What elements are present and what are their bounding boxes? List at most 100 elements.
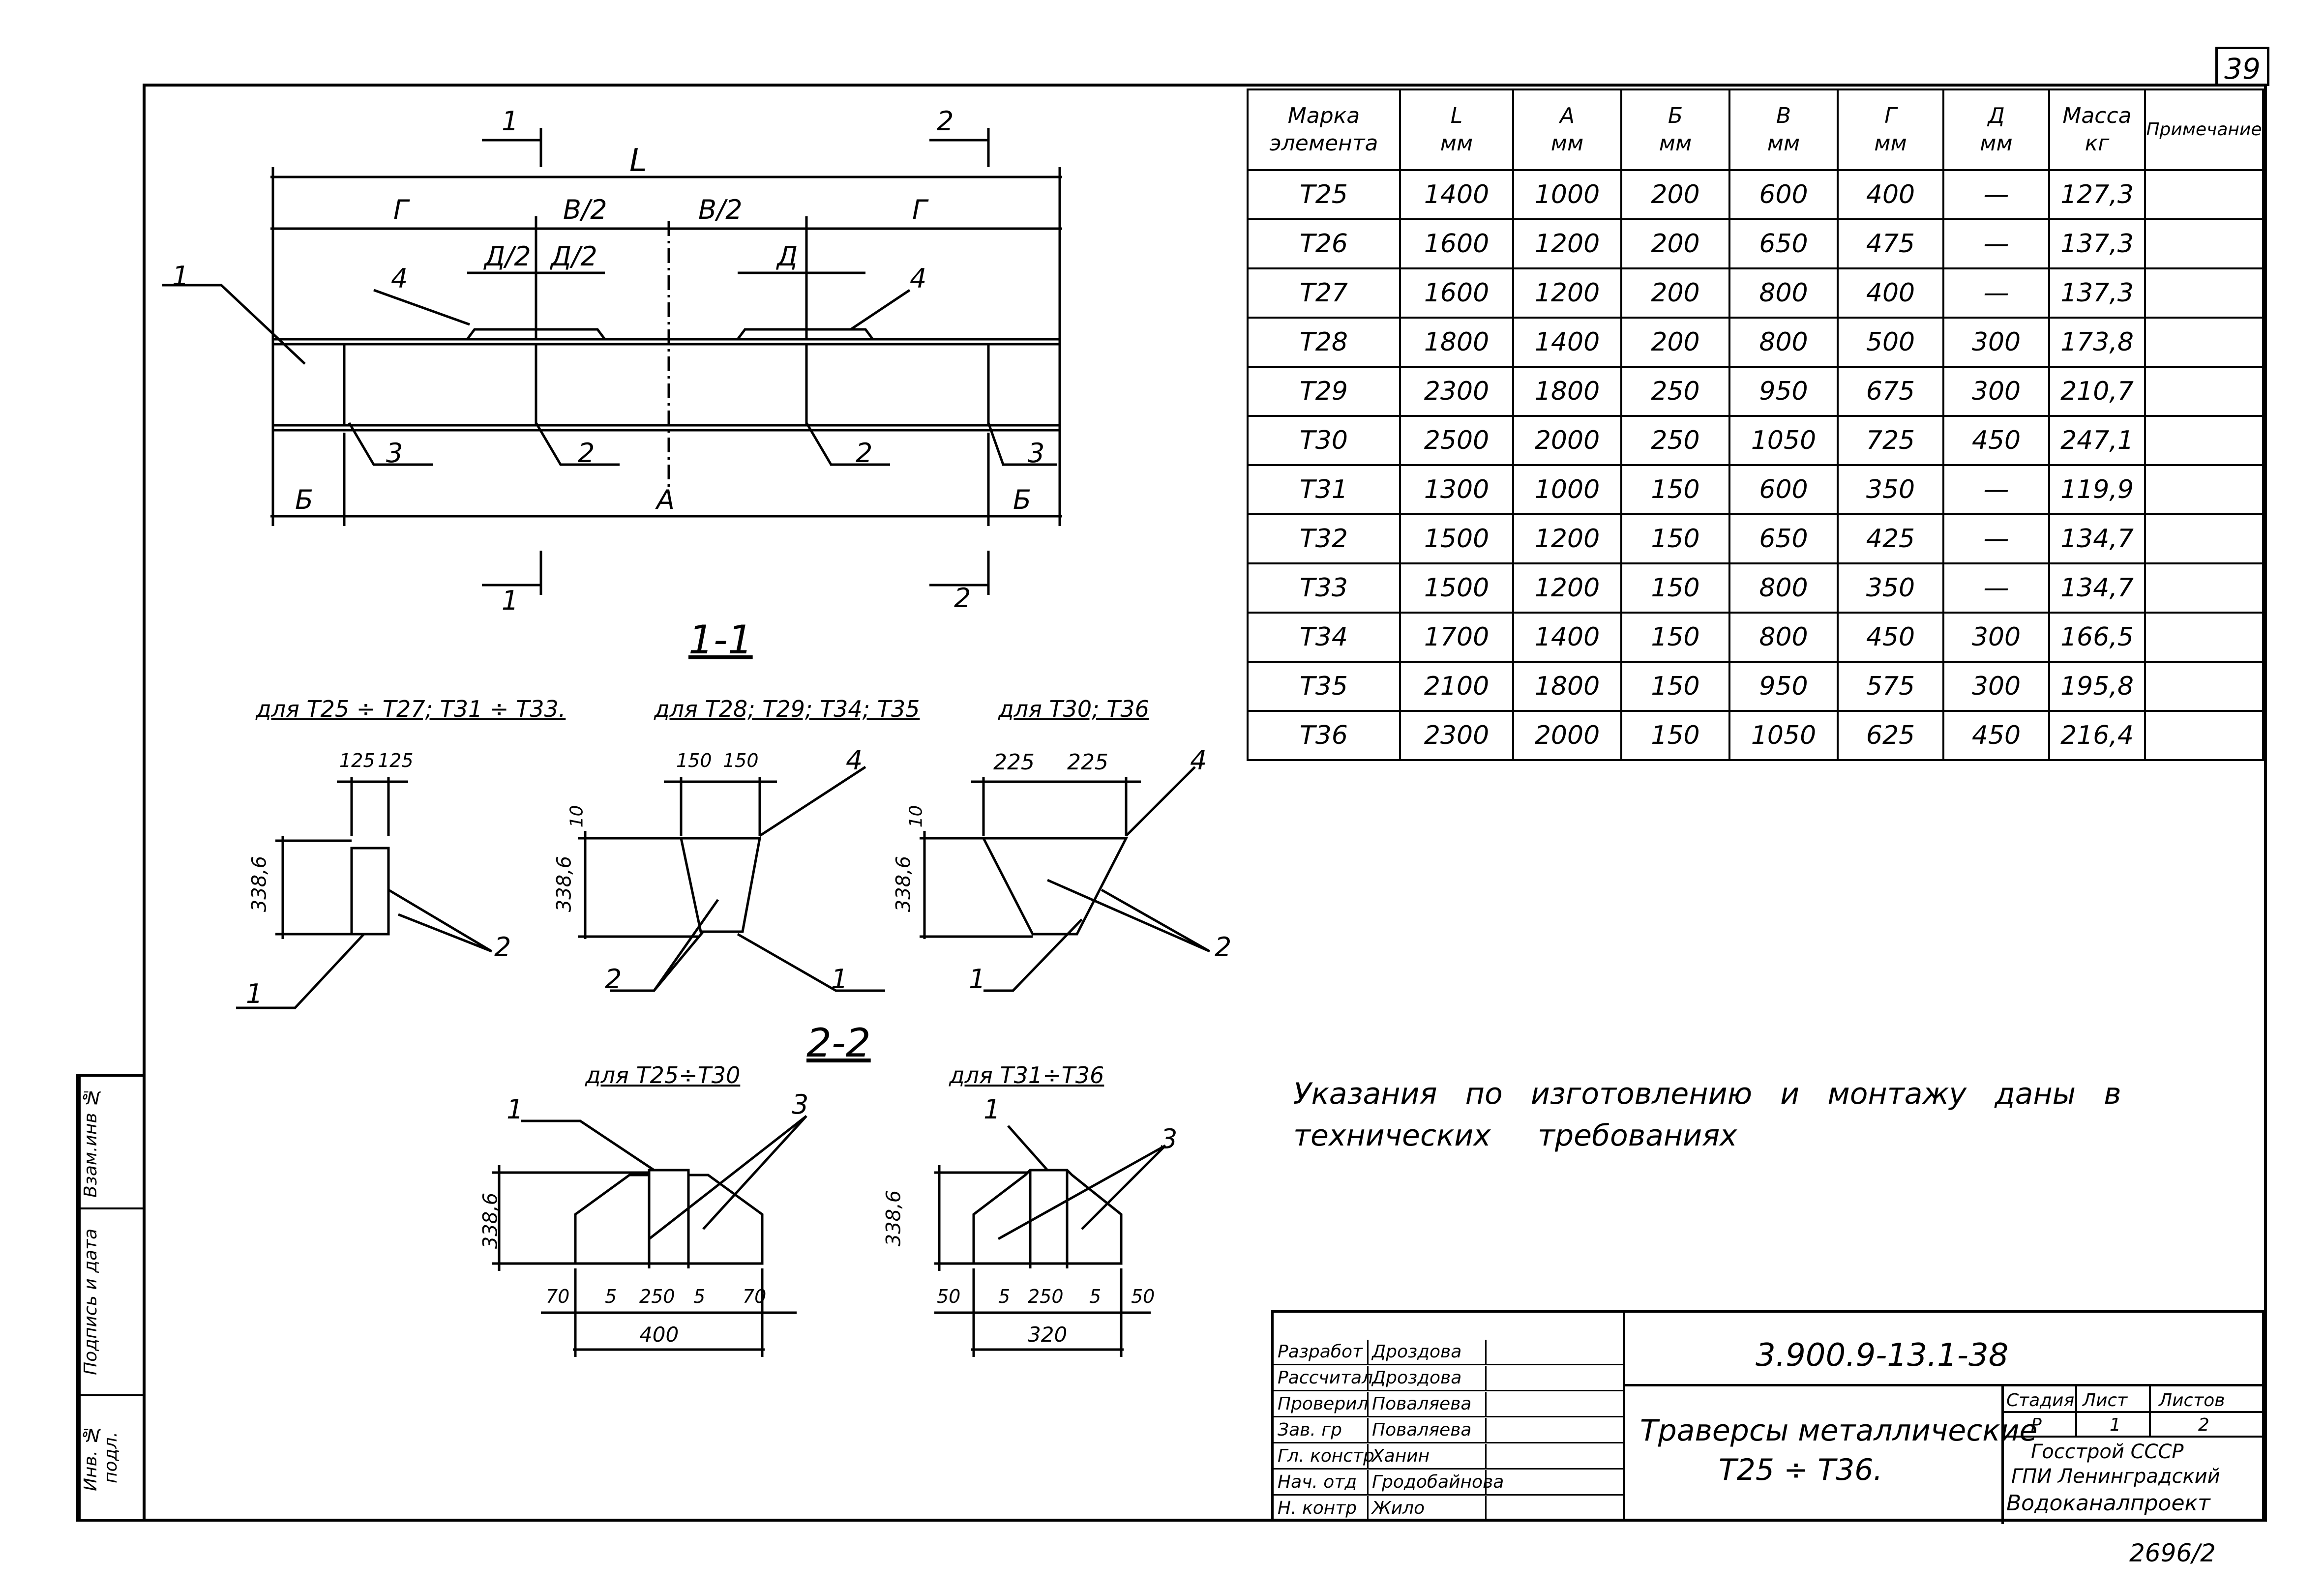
spec-header-text: В bbox=[1776, 103, 1791, 128]
sec22-height-right: 338,6 bbox=[882, 1190, 905, 1247]
table-cell: 800 bbox=[1728, 562, 1839, 614]
table-cell: — bbox=[1942, 513, 2050, 564]
table-cell: Т29 bbox=[1247, 366, 1401, 417]
table-cell: 800 bbox=[1728, 317, 1839, 368]
table-cell: 200 bbox=[1620, 218, 1730, 269]
footer-code: 2696/2 bbox=[2129, 1539, 2216, 1567]
signature-person: Жило bbox=[1372, 1498, 1425, 1518]
signature-role: Разработ bbox=[1278, 1342, 1363, 1362]
sec11-left-shape bbox=[350, 847, 390, 936]
spec-header-text: кг bbox=[2085, 131, 2110, 156]
signature-divider bbox=[1367, 1392, 1369, 1416]
dim-height-2: 338,6 bbox=[553, 855, 576, 912]
sec22-d70-b: 70 bbox=[743, 1286, 767, 1307]
table-cell: — bbox=[1942, 169, 2050, 220]
section-1-1-sub2: для Т28; Т29; Т34; Т35 bbox=[654, 696, 920, 722]
org-2: ГПИ Ленинградский bbox=[2011, 1465, 2220, 1488]
table-cell: 1400 bbox=[1512, 612, 1622, 663]
signature-role: Проверил bbox=[1278, 1394, 1369, 1414]
dim-G-left: Г bbox=[393, 194, 409, 225]
signature-person: Ханин bbox=[1372, 1446, 1430, 1466]
table-cell: 150 bbox=[1620, 562, 1730, 614]
sec22-d5-a: 5 bbox=[605, 1286, 617, 1307]
spec-header-cell: Примечание bbox=[2144, 88, 2264, 171]
sec22-callout-3-right: 3 bbox=[1161, 1123, 1178, 1154]
sec22-d50-a: 50 bbox=[937, 1286, 961, 1307]
spec-header-text: элемента bbox=[1269, 131, 1378, 156]
table-cell: Т34 bbox=[1247, 612, 1401, 663]
sec22-d70-a: 70 bbox=[546, 1286, 570, 1307]
table-cell: 1600 bbox=[1399, 218, 1514, 269]
signature-divider bbox=[1485, 1496, 1487, 1520]
sec22-d5-c: 5 bbox=[998, 1286, 1011, 1307]
spec-header-text: мм bbox=[1874, 131, 1907, 156]
section-2-2-sub2: для Т31÷Т36 bbox=[949, 1062, 1104, 1088]
table-cell: 1300 bbox=[1399, 464, 1514, 515]
table-cell: Т31 bbox=[1247, 464, 1401, 515]
table-cell: 450 bbox=[1837, 612, 1944, 663]
doc-title-2: Т25 ÷ Т36. bbox=[1719, 1453, 1883, 1487]
table-cell: 173,8 bbox=[2048, 317, 2146, 368]
signature-divider bbox=[1367, 1470, 1369, 1494]
callout-4-right: 4 bbox=[910, 263, 927, 294]
signature-divider bbox=[1367, 1366, 1369, 1390]
table-cell: 166,5 bbox=[2048, 612, 2146, 663]
signature-divider bbox=[1485, 1392, 1487, 1416]
dim-D2-right: Д/2 bbox=[551, 241, 597, 272]
table-cell bbox=[2144, 218, 2264, 269]
table-cell: 450 bbox=[1942, 710, 2050, 761]
sidebar-cell-podp: Подпись и дата bbox=[79, 1209, 143, 1396]
spec-header-text: мм bbox=[1980, 131, 2013, 156]
callout-1: 1 bbox=[172, 261, 189, 292]
sec11-callout-1-mid: 1 bbox=[831, 964, 848, 995]
table-cell: Т26 bbox=[1247, 218, 1401, 269]
signature-person: Дроздова bbox=[1372, 1342, 1462, 1362]
cut-1-bottom: 1 bbox=[502, 585, 519, 616]
sec11-right-shape bbox=[981, 837, 1129, 936]
signature-person: Гродобайнова bbox=[1372, 1472, 1504, 1492]
signature-divider bbox=[1485, 1470, 1487, 1494]
table-cell: 1200 bbox=[1512, 513, 1622, 564]
sec11-mid-shape bbox=[679, 837, 762, 933]
spec-header-text: Б bbox=[1668, 103, 1683, 128]
signature-divider bbox=[1485, 1444, 1487, 1468]
dim-B-left: Б bbox=[295, 484, 314, 515]
table-cell: 1000 bbox=[1512, 169, 1622, 220]
doc-title-1: Траверсы металлические bbox=[1640, 1413, 2038, 1448]
sec22-callout-1-left: 1 bbox=[507, 1094, 524, 1125]
table-cell bbox=[2144, 710, 2264, 761]
cut-1-top: 1 bbox=[502, 106, 519, 137]
sec22-d400: 400 bbox=[639, 1323, 679, 1347]
table-cell bbox=[2144, 562, 2264, 614]
table-cell: 1800 bbox=[1512, 366, 1622, 417]
table-cell: 575 bbox=[1837, 661, 1944, 712]
table-cell: 1200 bbox=[1512, 562, 1622, 614]
sec22-d50-b: 50 bbox=[1131, 1286, 1155, 1307]
cut-2-top: 2 bbox=[937, 106, 954, 137]
table-cell: 150 bbox=[1620, 464, 1730, 515]
sec22-d250-b: 250 bbox=[1028, 1286, 1064, 1307]
table-cell: 2300 bbox=[1399, 366, 1514, 417]
table-cell: 210,7 bbox=[2048, 366, 2146, 417]
table-cell: 1500 bbox=[1399, 513, 1514, 564]
drawing-frame bbox=[143, 84, 2267, 1522]
table-cell: 1000 bbox=[1512, 464, 1622, 515]
table-cell: 400 bbox=[1837, 267, 1944, 319]
sheet-number: 39 bbox=[2215, 47, 2269, 86]
table-cell: 2100 bbox=[1399, 661, 1514, 712]
dim-125-b: 125 bbox=[378, 750, 414, 771]
stage-label: Стадия bbox=[2006, 1390, 2075, 1411]
table-cell: 250 bbox=[1620, 366, 1730, 417]
signature-divider bbox=[1367, 1340, 1369, 1364]
table-cell: 650 bbox=[1728, 513, 1839, 564]
table-cell bbox=[2144, 415, 2264, 466]
table-cell: 600 bbox=[1728, 169, 1839, 220]
table-cell: 300 bbox=[1942, 366, 2050, 417]
